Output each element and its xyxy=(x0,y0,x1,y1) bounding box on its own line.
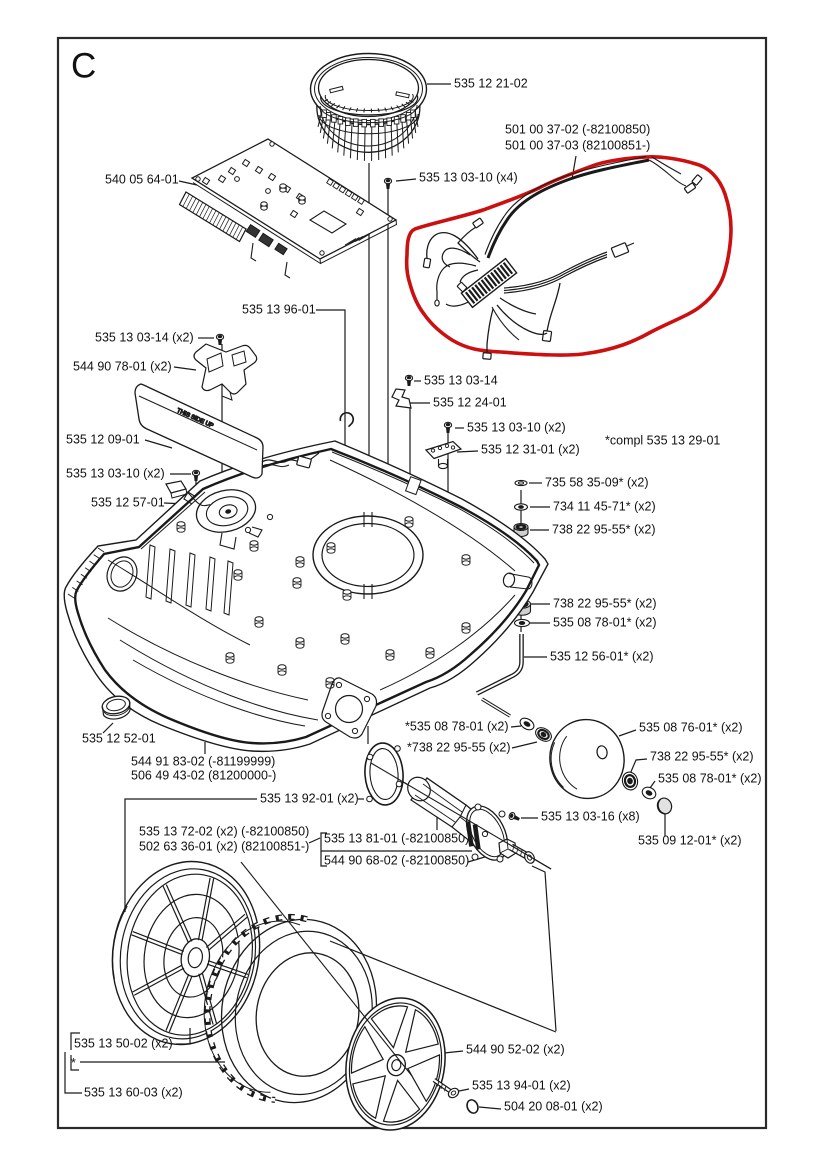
svg-text:535 09 12-01* (x2): 535 09 12-01* (x2) xyxy=(638,834,742,848)
svg-text:535 08 78-01* (x2): 535 08 78-01* (x2) xyxy=(658,772,762,786)
svg-text:535 13 81-01 (-82100850): 535 13 81-01 (-82100850) xyxy=(324,832,469,846)
svg-text:735 58 35-09* (x2): 735 58 35-09* (x2) xyxy=(545,476,649,490)
svg-text:*compl 535 13 29-01: *compl 535 13 29-01 xyxy=(605,434,720,448)
svg-text:535 08 76-01* (x2): 535 08 76-01* (x2) xyxy=(639,721,743,735)
svg-text:535 13 03-16 (x8): 535 13 03-16 (x8) xyxy=(541,810,640,824)
svg-text:535 13 60-03 (x2): 535 13 60-03 (x2) xyxy=(84,1086,183,1100)
svg-text:*738 22 95-55 (x2): *738 22 95-55 (x2) xyxy=(407,741,511,755)
svg-text:535 13 03-10 (x2): 535 13 03-10 (x2) xyxy=(66,467,165,481)
svg-text:535 13 50-02 (x2): 535 13 50-02 (x2) xyxy=(74,1037,173,1051)
svg-text:535 12 24-01: 535 12 24-01 xyxy=(433,396,507,410)
svg-text:535 12 52-01: 535 12 52-01 xyxy=(82,732,156,746)
svg-text:535 13 94-01 (x2): 535 13 94-01 (x2) xyxy=(472,1079,571,1093)
svg-text:738 22 95-55* (x2): 738 22 95-55* (x2) xyxy=(650,750,754,764)
svg-text:544 90 68-02 (-82100850): 544 90 68-02 (-82100850) xyxy=(324,854,469,868)
svg-text:544 91 83-02 (-81199999): 544 91 83-02 (-81199999) xyxy=(131,755,275,769)
svg-text:504 20 08-01 (x2): 504 20 08-01 (x2) xyxy=(504,1100,603,1114)
svg-text:501 00 37-02 (-82100850): 501 00 37-02 (-82100850) xyxy=(505,123,650,137)
svg-text:*: * xyxy=(71,1056,76,1070)
svg-text:506 49 43-02 (81200000-): 506 49 43-02 (81200000-) xyxy=(131,769,276,783)
svg-text:535 13 03-14 (x2): 535 13 03-14 (x2) xyxy=(95,331,194,345)
svg-text:535 12 21-02: 535 12 21-02 xyxy=(454,77,528,91)
svg-text:535 13 96-01: 535 13 96-01 xyxy=(242,303,316,317)
svg-text:535 13 03-10 (x2): 535 13 03-10 (x2) xyxy=(467,421,566,435)
svg-text:501 00 37-03 (82100851-): 501 00 37-03 (82100851-) xyxy=(505,139,650,153)
svg-text:544 90 78-01 (x2): 544 90 78-01 (x2) xyxy=(73,360,172,374)
svg-text:738 22 95-55* (x2): 738 22 95-55* (x2) xyxy=(553,597,657,611)
svg-text:535 12 56-01* (x2): 535 12 56-01* (x2) xyxy=(550,650,654,664)
svg-text:544 90 52-02 (x2): 544 90 52-02 (x2) xyxy=(466,1043,565,1057)
svg-text:C: C xyxy=(71,47,96,86)
svg-text:502 63 36-01 (x2) (82100851-): 502 63 36-01 (x2) (82100851-) xyxy=(139,840,309,854)
svg-text:*535 08 78-01 (x2): *535 08 78-01 (x2) xyxy=(405,720,509,734)
svg-text:535 12 09-01: 535 12 09-01 xyxy=(66,433,140,447)
svg-text:535 08 78-01* (x2): 535 08 78-01* (x2) xyxy=(553,616,657,630)
svg-text:535 12 31-01 (x2): 535 12 31-01 (x2) xyxy=(481,443,580,457)
svg-text:738 22 95-55* (x2): 738 22 95-55* (x2) xyxy=(552,523,656,537)
svg-text:540 05 64-01: 540 05 64-01 xyxy=(105,173,179,187)
svg-text:535 12 57-01: 535 12 57-01 xyxy=(91,496,165,510)
svg-text:535 13 72-02 (x2) (-82100850): 535 13 72-02 (x2) (-82100850) xyxy=(139,825,309,839)
svg-text:734 11 45-71* (x2): 734 11 45-71* (x2) xyxy=(553,500,656,514)
svg-text:535 13 03-10 (x4): 535 13 03-10 (x4) xyxy=(419,171,518,185)
svg-text:535 13 03-14: 535 13 03-14 xyxy=(424,374,498,388)
svg-text:535 13 92-01 (x2): 535 13 92-01 (x2) xyxy=(260,792,359,806)
